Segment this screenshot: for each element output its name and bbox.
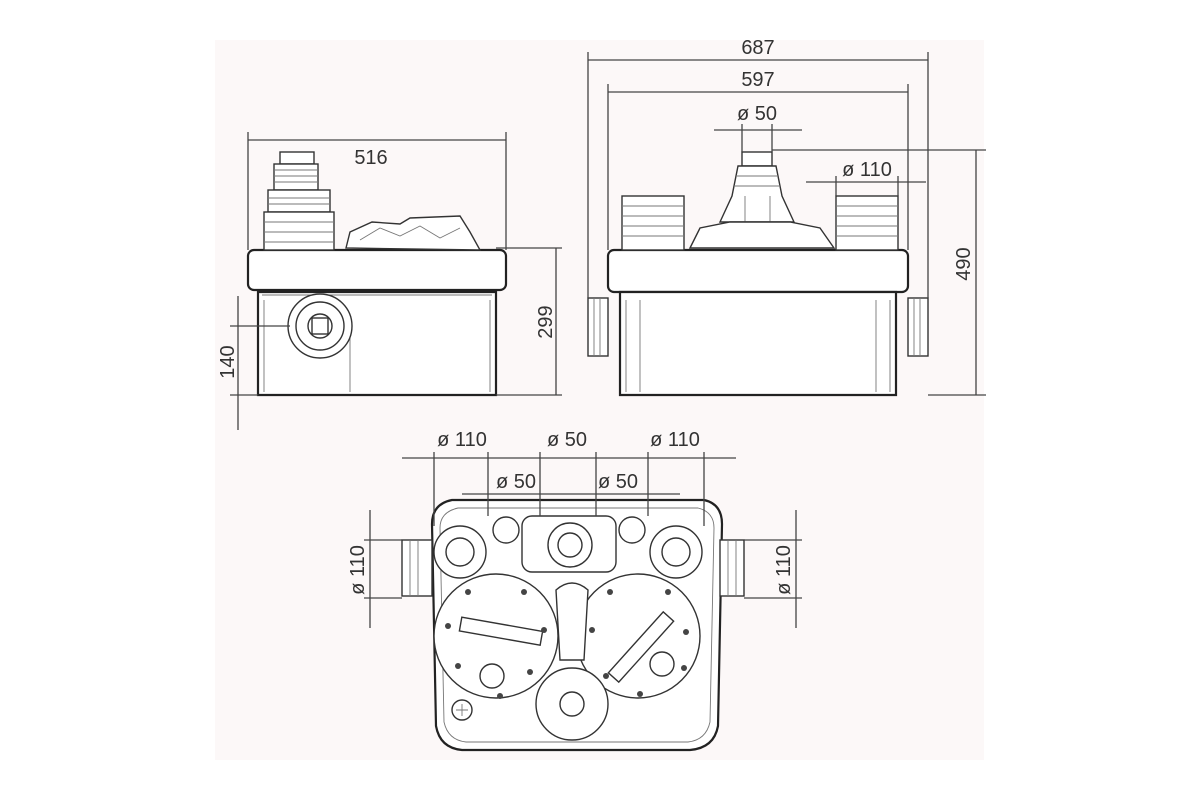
dim-side-height: 299 [535,305,557,338]
side-view-lid [246,248,508,292]
dim-side-inlet-height: 140 [217,345,239,378]
dim-front-total-width: 687 [741,37,774,59]
dim-front-top-inlet: ø 50 [737,103,777,125]
front-view-right-pipe [907,297,929,357]
front-view: 687 597 ø 50 ø 110 490 [587,37,986,397]
top-view-left-pipe [401,539,433,597]
dim-top-side-left: ø 110 [347,545,369,595]
dim-top-right-inlet: ø 110 [650,429,700,451]
dim-top-side-right: ø 110 [773,545,795,595]
front-view-left-pipe [587,297,609,357]
front-view-top-fitting [741,151,773,167]
dim-front-body-width: 597 [741,69,774,91]
top-view: ø 110 ø 50 ø 110 ø 50 ø 50 ø 110 ø 110 [347,429,802,752]
dim-top-inner-left: ø 50 [496,471,536,493]
dim-top-left-inlet: ø 110 [437,429,487,451]
side-view: 516 299 140 [217,132,562,430]
dim-front-total-height: 490 [953,247,975,280]
side-view-fitting [279,151,315,165]
dim-top-inner-right: ø 50 [598,471,638,493]
side-view-motor-top [345,215,482,251]
dim-front-right-inlet: ø 110 [842,159,892,181]
dim-side-width: 516 [354,147,387,169]
dim-top-center-inlet: ø 50 [547,429,587,451]
front-view-lid [606,248,910,294]
top-view-right-pipe [719,539,745,597]
front-view-body [618,290,898,397]
